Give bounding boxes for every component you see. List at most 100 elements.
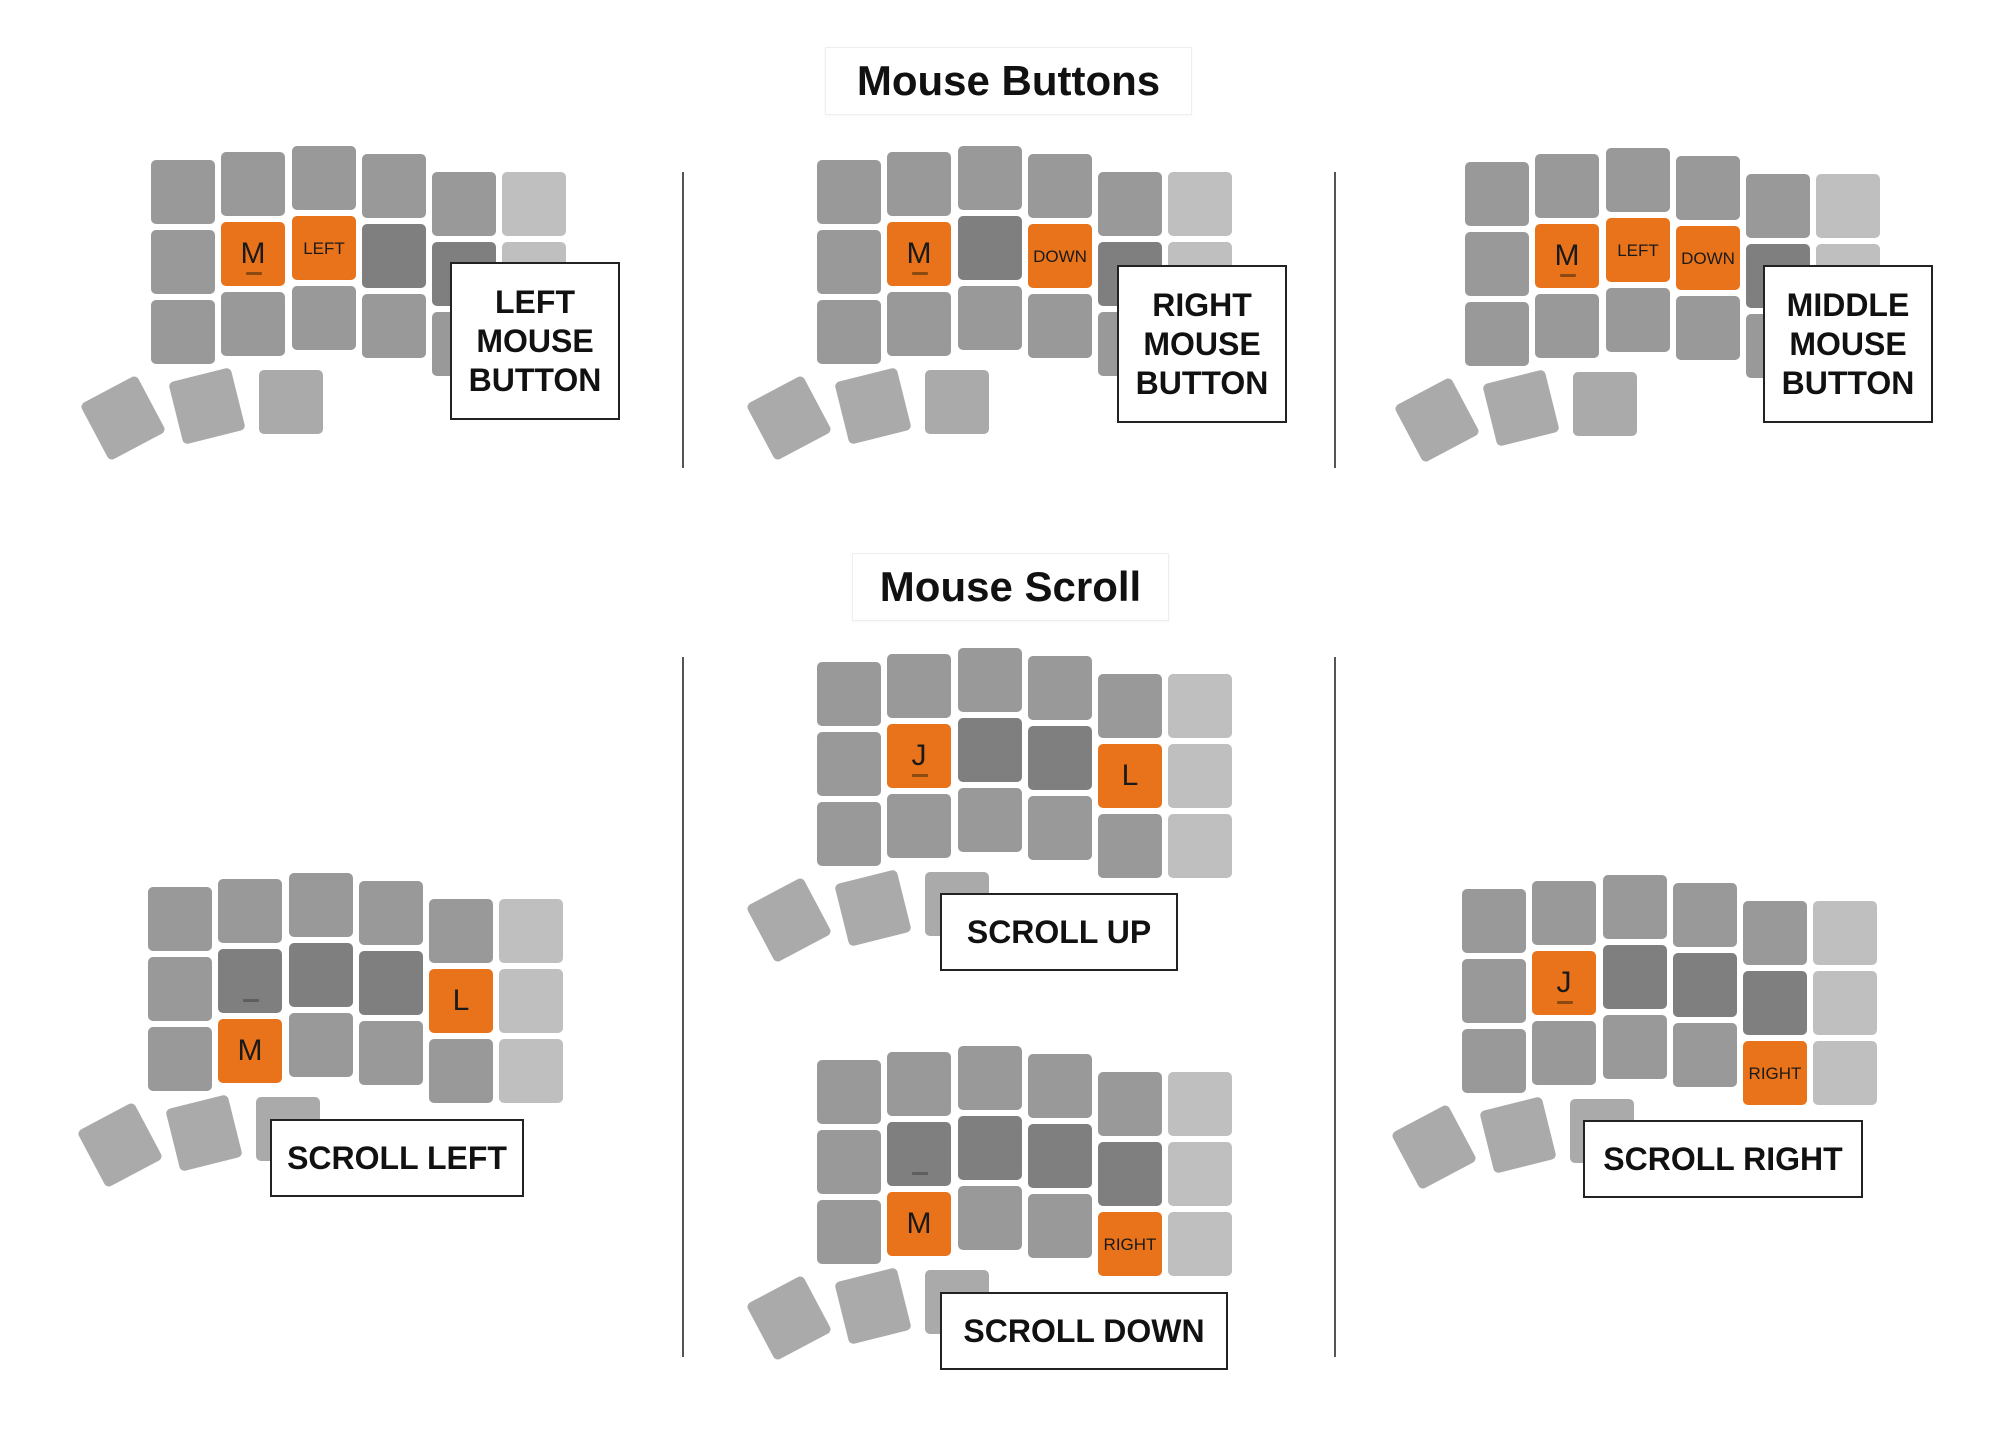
key-legend: LEFT [303, 238, 345, 258]
key [1098, 1142, 1162, 1206]
key [1743, 971, 1807, 1035]
divider [1334, 172, 1336, 468]
key [1168, 1142, 1232, 1206]
key-legend: RIGHT [1748, 1063, 1802, 1083]
key [1746, 174, 1810, 238]
key [958, 286, 1022, 350]
key [817, 160, 881, 224]
key [817, 300, 881, 364]
left-click-keyboard-diagram: M LEFT [79, 146, 711, 526]
label-line: MOUSE [1789, 325, 1907, 362]
key [1028, 796, 1092, 860]
key [148, 957, 212, 1021]
home-row-bump [1560, 274, 1576, 277]
key [1168, 1072, 1232, 1136]
scroll-right-keyboard-diagram: J RIGHT [1390, 875, 1999, 1255]
label-line: SCROLL RIGHT [1603, 1140, 1843, 1177]
key [1168, 814, 1232, 878]
divider [682, 657, 684, 1357]
label-line: SCROLL DOWN [963, 1312, 1205, 1349]
key [218, 879, 282, 943]
key [499, 1039, 563, 1103]
scroll-right-label: SCROLL RIGHT [1583, 1120, 1863, 1198]
key [1462, 1029, 1526, 1093]
key [1098, 172, 1162, 236]
key [1028, 726, 1092, 790]
key [1465, 302, 1529, 366]
key [221, 292, 285, 356]
thumb-key [745, 876, 833, 964]
key [1168, 674, 1232, 738]
key [958, 1046, 1022, 1110]
key [958, 216, 1022, 280]
thumb-key [834, 1267, 912, 1345]
thumb-key [79, 374, 167, 462]
key [292, 286, 356, 350]
home-row-bump [246, 272, 262, 275]
key [1465, 162, 1529, 226]
key [1028, 1194, 1092, 1258]
key [1673, 1023, 1737, 1087]
key [362, 294, 426, 358]
key-legend: M [906, 237, 932, 270]
key [817, 662, 881, 726]
key [1098, 814, 1162, 878]
key [958, 788, 1022, 852]
label-line: BUTTON [1781, 364, 1915, 401]
key [958, 146, 1022, 210]
highlighted-key: J [887, 724, 951, 788]
key [289, 1013, 353, 1077]
key [1816, 174, 1880, 238]
thumb-key [165, 1094, 243, 1172]
key [1168, 1212, 1232, 1276]
home-row-bump [243, 999, 259, 1002]
key [1606, 148, 1670, 212]
key [1673, 953, 1737, 1017]
key [1028, 1124, 1092, 1188]
key [1532, 1021, 1596, 1085]
thumb-key [834, 869, 912, 947]
key [362, 154, 426, 218]
key [887, 654, 951, 718]
highlighted-key: DOWN [1676, 226, 1740, 290]
key [817, 1130, 881, 1194]
highlighted-key: M [887, 1192, 951, 1256]
key [359, 881, 423, 945]
key [502, 172, 566, 236]
thumb-key [745, 374, 833, 462]
key [429, 1039, 493, 1103]
highlighted-key: J [1532, 951, 1596, 1015]
key [817, 230, 881, 294]
key [887, 794, 951, 858]
scroll-left-label: SCROLL LEFT [270, 1119, 524, 1197]
highlighted-key: LEFT [292, 216, 356, 280]
label-line: MOUSE [476, 322, 594, 359]
highlighted-key: M [218, 1019, 282, 1083]
key [221, 152, 285, 216]
label-line: SCROLL UP [966, 913, 1152, 950]
key [359, 951, 423, 1015]
highlighted-key: M [221, 222, 285, 286]
key [1603, 1015, 1667, 1079]
divider [682, 172, 684, 468]
home-row-bump [912, 774, 928, 777]
key [432, 172, 496, 236]
key [1028, 656, 1092, 720]
key-legend: J [911, 739, 927, 772]
key [887, 152, 951, 216]
label-line: MOUSE [1143, 325, 1261, 362]
key [1028, 154, 1092, 218]
key-legend: L [1121, 759, 1139, 792]
key [1813, 971, 1877, 1035]
key [151, 160, 215, 224]
key-legend: DOWN [1681, 248, 1735, 268]
key [1028, 1054, 1092, 1118]
highlighted-key: RIGHT [1743, 1041, 1807, 1105]
key [1535, 154, 1599, 218]
key [148, 1027, 212, 1091]
label-line: LEFT [495, 283, 575, 320]
key [151, 300, 215, 364]
